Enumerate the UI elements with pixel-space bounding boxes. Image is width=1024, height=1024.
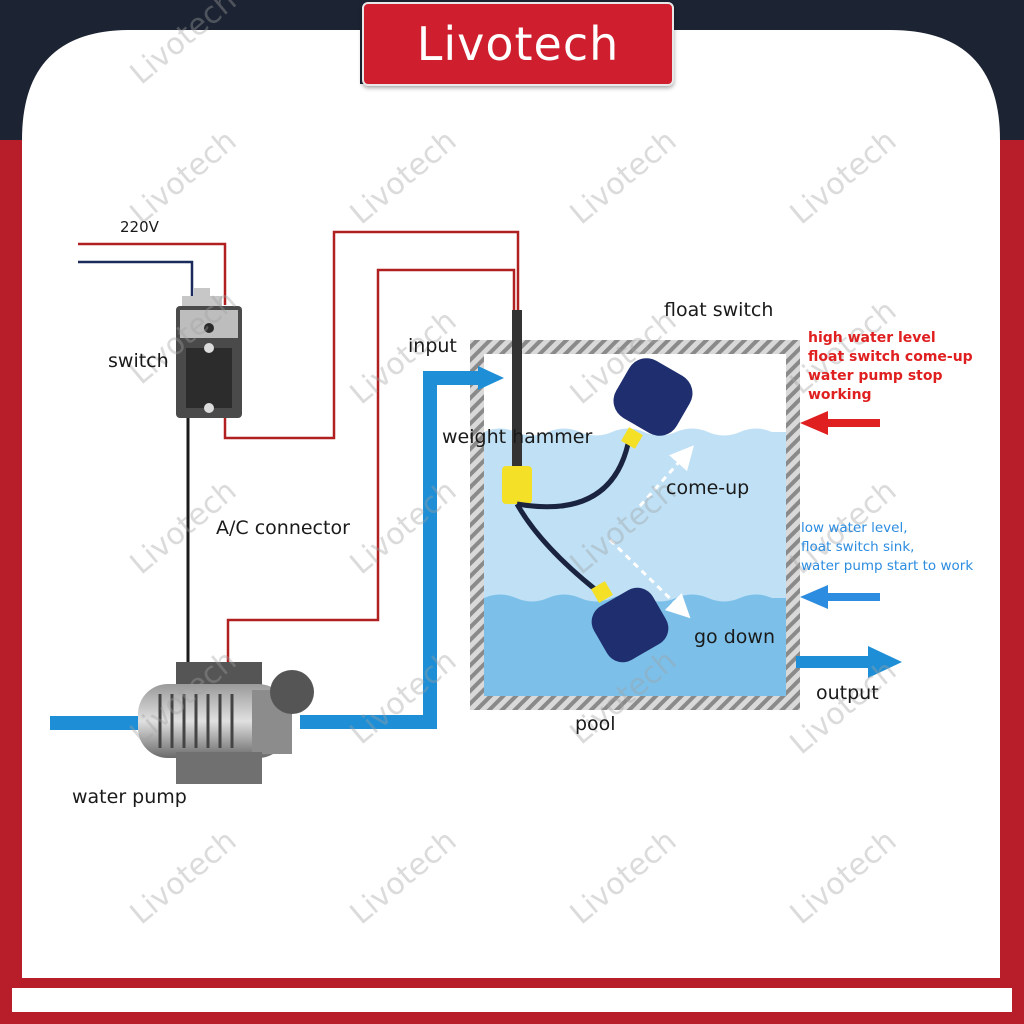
weight-hammer-icon [502,466,532,504]
float-assembly [502,310,694,663]
water-pump-icon [138,662,314,784]
low-level-note-line: low water level, [801,520,908,536]
low-level-note: low water level, float switch sink, wate… [801,519,973,576]
high-level-note-line: water pump stop [808,368,943,384]
brand-logo-text: Livotech [416,17,620,71]
high-level-note-line: float switch come-up [808,349,973,365]
weight-hammer-label: weight hammer [442,426,593,448]
switch-icon [176,288,242,418]
input-arrow-icon [478,366,504,390]
low-level-note-line: water pump start to work [801,558,974,574]
output-label: output [816,682,879,704]
wiring [78,230,520,668]
come-up-arrow-icon [638,445,694,507]
float-ball-upper-icon [613,358,693,449]
water-pipes [50,366,902,730]
output-arrow-icon [868,646,902,678]
switch-label: switch [108,350,169,372]
go-down-label: go down [694,626,775,648]
low-level-note-line: float switch sink, [801,539,915,555]
float-ball-lower-icon [591,581,669,663]
ac-connector-label: A/C connector [216,517,350,539]
pool-label: pool [575,713,616,735]
low-level-arrow-icon [800,585,828,609]
input-label: input [408,335,457,357]
come-up-label: come-up [666,477,750,499]
voltage-label: 220V [120,218,159,236]
high-level-note: high water level float switch come-up wa… [808,329,973,405]
high-level-arrow-icon [800,411,828,435]
water-pump-label: water pump [72,786,187,808]
high-level-note-line: high water level [808,330,936,346]
float-switch-label: float switch [664,299,774,321]
high-level-note-line: working [808,387,872,403]
level-arrows [800,411,880,609]
brand-logo: Livotech [362,2,674,86]
